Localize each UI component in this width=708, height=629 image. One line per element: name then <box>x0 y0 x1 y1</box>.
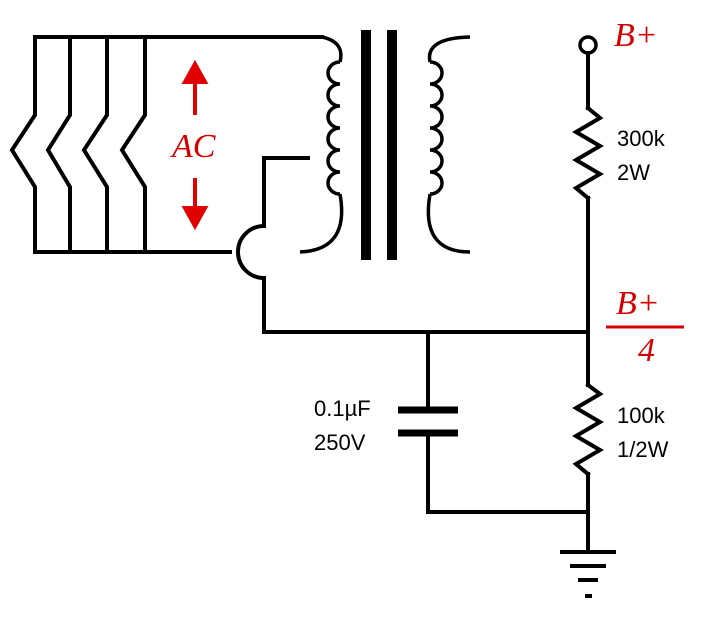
resistor-300k-value: 300k <box>617 126 665 151</box>
resistor-100k-value: 100k <box>617 403 665 428</box>
resistor-100k <box>572 382 604 554</box>
ac-arrows <box>181 59 209 231</box>
transformer-secondary <box>426 35 471 254</box>
transformer-primary <box>299 35 344 254</box>
capacitor <box>398 330 590 514</box>
capacitor-rating: 250V <box>314 430 366 455</box>
resistor-300k-rating: 2W <box>617 160 650 185</box>
filament-wires <box>9 35 324 254</box>
b-plus-over4-numerator: B+ <box>616 285 660 322</box>
b-plus-label: B+ <box>614 17 658 54</box>
center-tap-wire <box>236 156 590 334</box>
resistor-300k <box>572 105 604 387</box>
b-plus-over4-denominator: 4 <box>638 332 655 369</box>
b-plus-terminal <box>578 35 598 110</box>
ground-symbol <box>560 550 616 598</box>
ac-label: AC <box>172 128 216 165</box>
transformer-core <box>361 30 397 260</box>
capacitor-value: 0.1µF <box>314 396 371 421</box>
resistor-100k-rating: 1/2W <box>617 437 669 462</box>
